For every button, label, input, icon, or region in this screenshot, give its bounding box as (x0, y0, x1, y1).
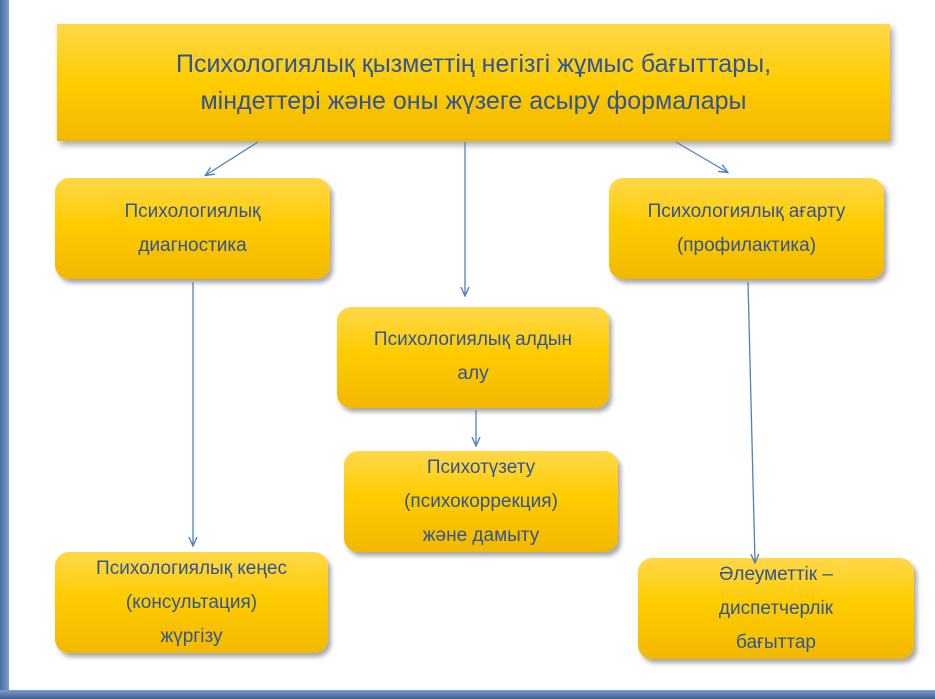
box-diagnostics-line-2: диагностика (138, 234, 247, 256)
box-social-dispatch: Әлеуметтік – диспетчерлік бағыттар (638, 558, 914, 659)
box-prevention-line-2: алу (457, 362, 489, 384)
box-psychological-prevention: Психологиялық алдын алу (337, 307, 609, 408)
box-correction-line-3: және дамыту (422, 524, 540, 546)
box-consultation-line-1: Психологиялық кеңес (96, 557, 287, 579)
box-social-line-1: Әлеуметтік – (719, 563, 833, 585)
box-social-line-3: бағыттар (736, 631, 816, 653)
box-correction-line-1: Психотүзету (426, 456, 536, 478)
box-diagnostics-line-1: Психологиялық (124, 200, 261, 222)
title-line-1: Психологиялық қызметтің негізгі жұмыс ба… (175, 49, 772, 78)
box-psychocorrection: Психотүзету (психокоррекция) және дамыту (344, 451, 618, 552)
box-prevention-line-1: Психологиялық алдын (373, 328, 573, 350)
slide-frame-bottom (0, 690, 935, 699)
arrow-title-to-diagnostics (206, 141, 259, 175)
box-correction-line-2: (психокоррекция) (404, 490, 558, 512)
box-social-line-2: диспетчерлік (718, 597, 834, 619)
box-enlightenment-line-1: Психологиялық ағарту (647, 200, 846, 222)
title-box: Психологиялық қызметтің негізгі жұмыс ба… (57, 24, 890, 141)
slide-frame-left (0, 0, 9, 699)
box-consultation-line-2: (консультация) (125, 591, 258, 613)
arrow-enlightenment-to-social (747, 281, 755, 562)
title-line-2: міндеттері және оны жүзеге асыру формала… (200, 86, 747, 115)
box-psychological-enlightenment: Психологиялық ағарту (профилактика) (609, 178, 884, 279)
arrow-title-to-enlightenment (675, 141, 727, 172)
box-psychological-diagnostics: Психологиялық диагностика (55, 178, 330, 279)
box-psychological-consultation: Психологиялық кеңес (консультация) жүргі… (55, 552, 328, 653)
box-enlightenment-line-2: (профилактика) (676, 234, 817, 256)
box-consultation-line-3: жүргізу (160, 625, 223, 647)
